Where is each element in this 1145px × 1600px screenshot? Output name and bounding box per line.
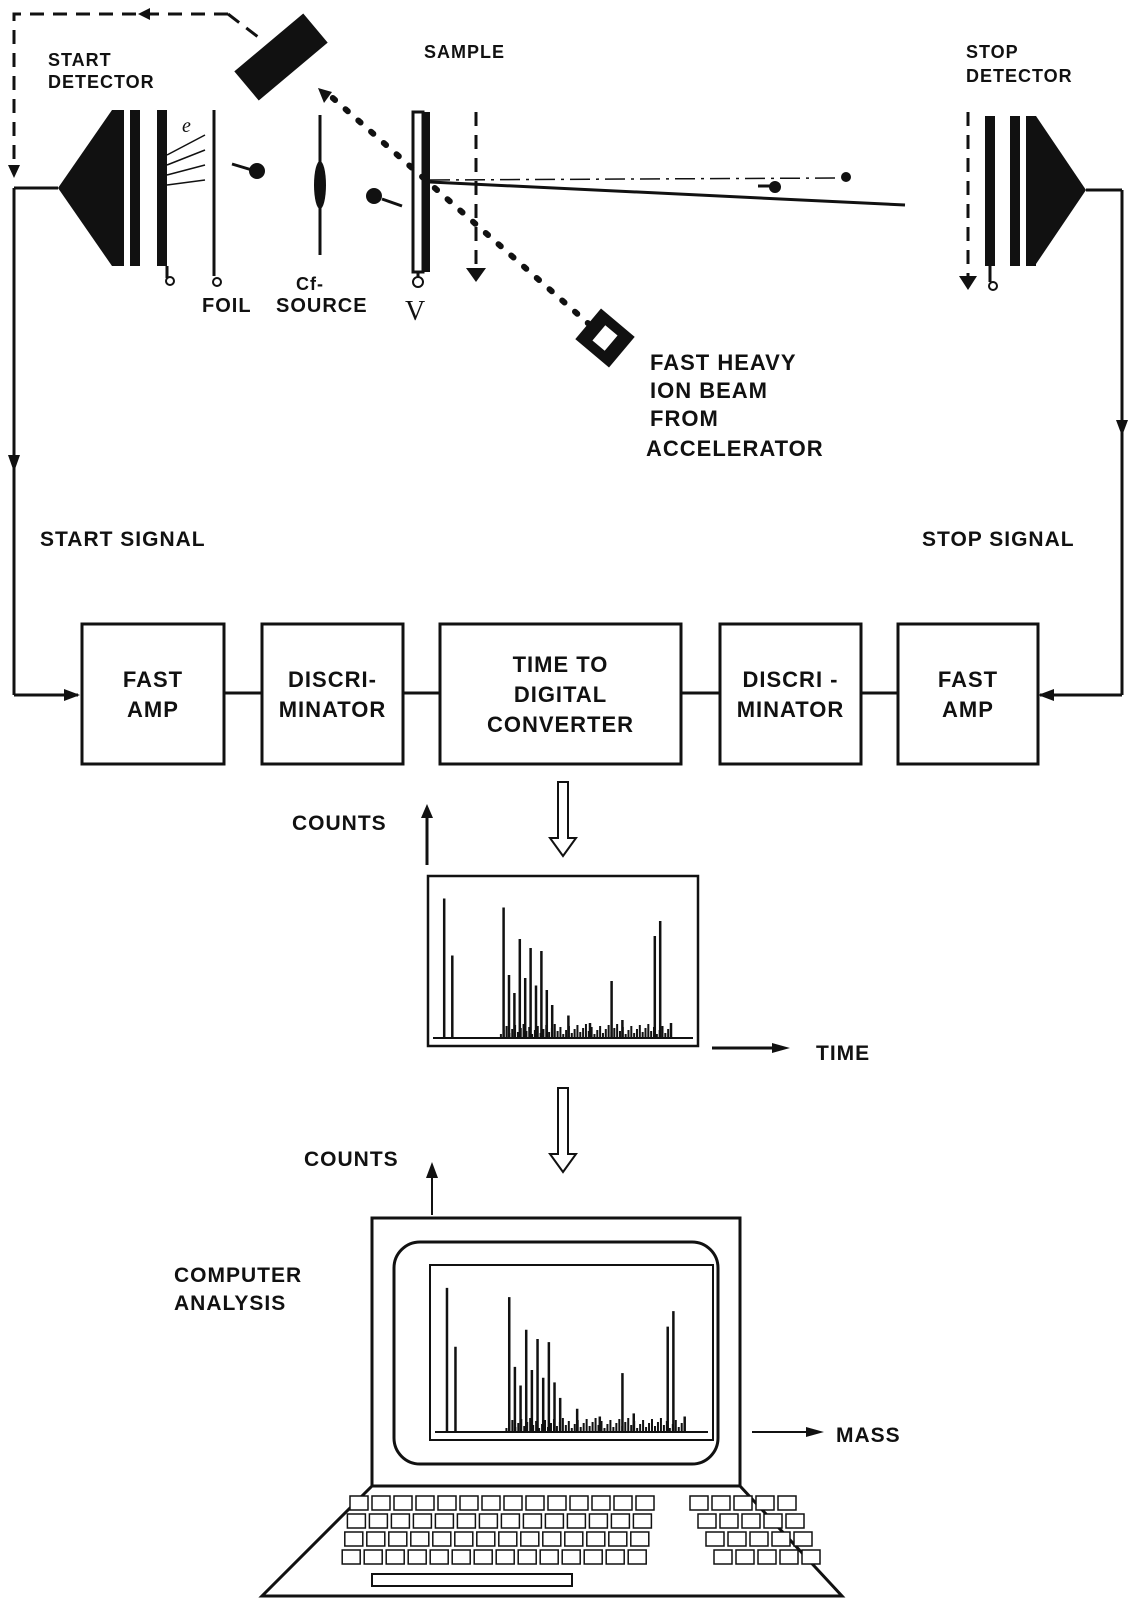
dashed-feedback-path [12, 12, 228, 170]
foil-label: FOIL [202, 295, 252, 317]
mass-axis-label: MASS [836, 1424, 901, 1447]
tof-spectrum-peaks [433, 898, 693, 1039]
voltage-label: V [405, 296, 425, 327]
electronics-chain: FAST AMP DISCRI- MINATOR TIME TO DIGITAL CONVE… [80, 622, 1040, 766]
ion-beam-label-4: ACCELERATOR [646, 436, 824, 461]
discriminator-right-label-2: MINATOR [737, 697, 845, 722]
ion-beam-path [323, 89, 593, 328]
fast-amp-right-label-1: FAST [938, 667, 998, 692]
down-arrow-to-computer [548, 1087, 578, 1174]
ion-beam-label-3: FROM [650, 406, 719, 431]
stop-signal-label: STOP SIGNAL [922, 528, 1075, 551]
secondary-detector [234, 13, 328, 101]
tdc-block: TIME TO DIGITAL CONVERTER [438, 622, 683, 766]
start-detector-label-1: START [48, 50, 112, 70]
cf-source [314, 115, 403, 255]
start-signal-label: START SIGNAL [40, 528, 206, 551]
tof-counts-label: COUNTS [292, 812, 387, 835]
discriminator-left-label-2: MINATOR [279, 697, 387, 722]
electron-label: e [182, 115, 191, 137]
cf-source-label-2: SOURCE [276, 295, 368, 317]
tdc-label-3: CONVERTER [487, 712, 634, 737]
discriminator-left-label-1: DISCRI- [288, 667, 377, 692]
mass-spectrum-peaks [435, 1287, 708, 1433]
mass-counts-label: COUNTS [304, 1148, 399, 1171]
fast-amp-left-label-2: AMP [127, 697, 179, 722]
accelerator-source-icon [575, 308, 635, 368]
fast-amp-left-block: FAST AMP [80, 622, 226, 766]
sample-label: SAMPLE [424, 42, 505, 62]
fast-amp-right-block: FAST AMP [896, 622, 1040, 766]
feedback-arrowhead [138, 8, 150, 20]
computer-monitor [370, 1216, 742, 1488]
discriminator-left-block: DISCRI- MINATOR [260, 622, 405, 766]
sample-target [411, 110, 430, 288]
fast-amp-right-label-2: AMP [942, 697, 994, 722]
computer-analysis-label-2: ANALYSIS [174, 1292, 286, 1315]
fast-amp-left-label-1: FAST [123, 667, 183, 692]
time-axis-label: TIME [816, 1042, 870, 1065]
ion-beam-label-1: FAST HEAVY [650, 350, 797, 375]
computer-analysis-label-1: COMPUTER [174, 1264, 302, 1287]
cf-source-label-1: Cf- [296, 274, 324, 294]
computer-keyboard [258, 1484, 846, 1598]
tof-spectrum-frame [426, 874, 700, 1048]
stop-detector-label-1: STOP [966, 42, 1019, 62]
down-arrow-to-spectrum [548, 781, 578, 858]
ion-beam-label-2: ION BEAM [650, 378, 768, 403]
foil [212, 110, 265, 287]
start-detector [14, 110, 206, 286]
discriminator-right-block: DISCRI - MINATOR [718, 622, 863, 766]
tdc-label-1: TIME TO [513, 652, 609, 677]
spacebar [371, 1573, 573, 1587]
stop-detector-label-2: DETECTOR [966, 66, 1073, 86]
start-detector-label-2: DETECTOR [48, 72, 155, 92]
discriminator-right-label-1: DISCRI - [743, 667, 839, 692]
tdc-label-2: DIGITAL [514, 682, 607, 707]
stop-detector [959, 112, 1122, 291]
